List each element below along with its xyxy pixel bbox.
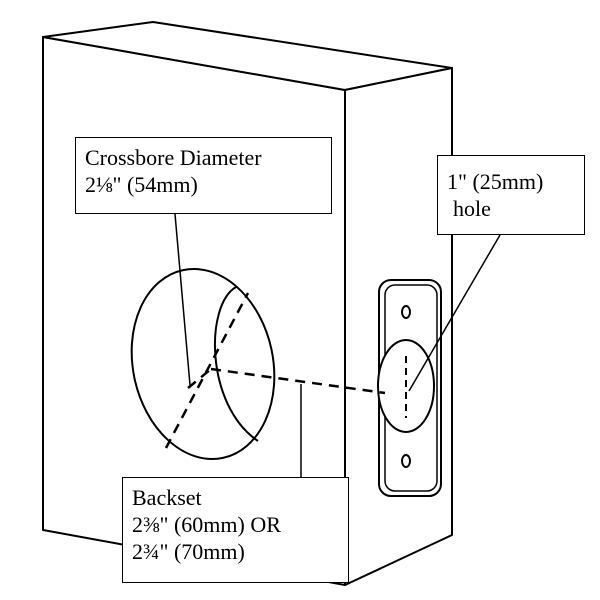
backset-size-2: 2¾" (70mm) [132,539,245,564]
crossbore-center-axis [187,368,212,389]
hole-leader [408,234,501,392]
backset-line [210,367,386,395]
backset-title: Backset [132,485,202,510]
crossbore-label: Crossbore Diameter 2⅛" (54mm) [75,137,332,214]
hole-label: 1" (25mm) hole [437,155,585,235]
hole-title: hole [453,196,491,221]
backset-label: Backset 2⅜" (60mm) OR 2¾" (70mm) [122,477,349,583]
crossbore-size: 2⅛" (54mm) [85,172,198,197]
crossbore-inner-arc [214,286,259,442]
crossbore-leader [174,213,191,386]
backset-size-1: 2⅜" (60mm) OR [132,512,281,537]
crossbore-diameter-line [164,292,250,449]
faceplate-screw-hole-bottom [401,454,411,468]
faceplate-screw-hole-top [401,305,411,319]
crossbore-hole [130,267,276,461]
crossbore-title: Crossbore Diameter [85,145,262,170]
hole-size: 1" (25mm) [447,169,544,194]
